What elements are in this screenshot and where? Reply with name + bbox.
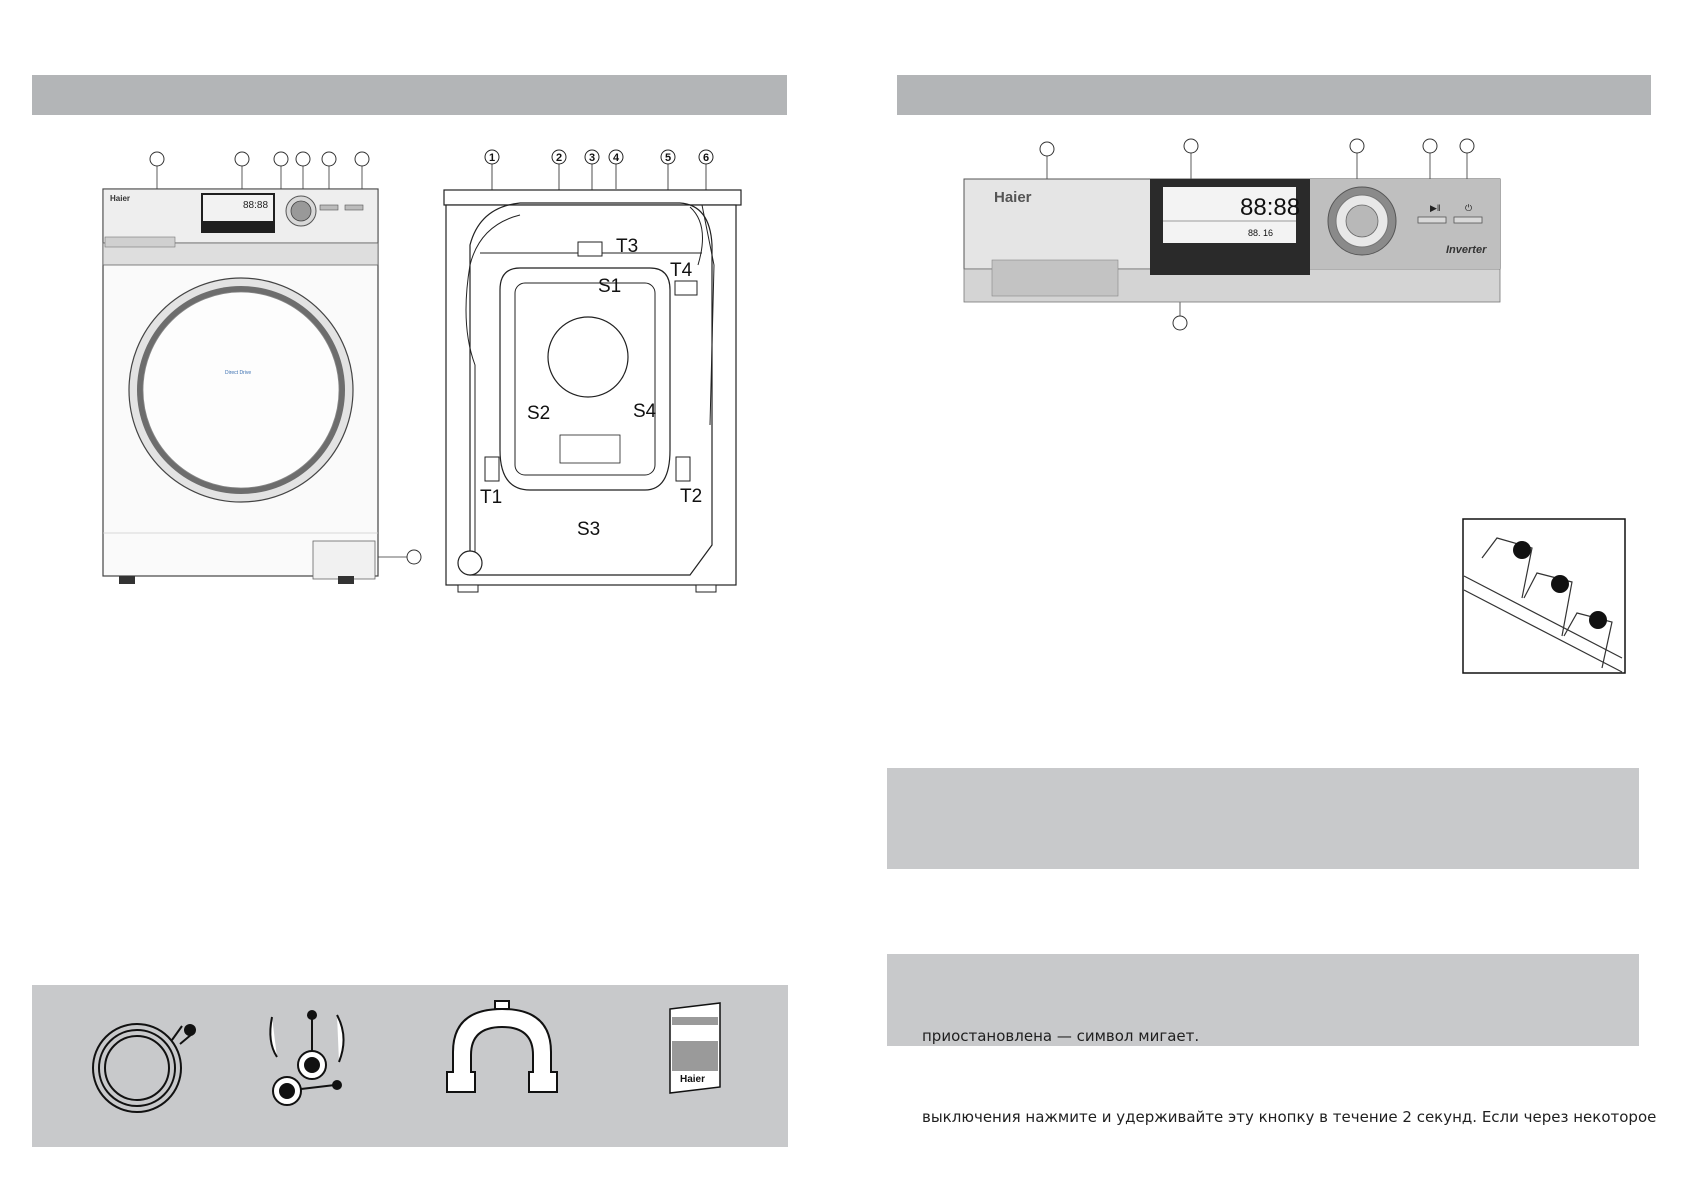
label-t1: T1 [480,487,502,508]
body-text-line-1: приостановлена — символ мигает. [922,1027,1200,1045]
label-s2: S2 [527,403,550,424]
note-box-2 [887,954,1639,1046]
back-view-illustration: 1 2 3 4 5 6 T3 T4 S1 S2 S4 T1 T2 S3 [443,149,742,593]
callout-2: 2 [556,152,562,164]
callout-6: 6 [703,152,709,164]
front-view-illustration: Haier 88:88 Direct Drive [102,151,422,584]
label-s1: S1 [598,276,621,297]
front-brand: Haier [110,194,130,203]
svg-text:▶‖: ▶‖ [1430,203,1441,213]
svg-text:⏻: ⏻ [1465,203,1472,213]
front-display-digits: 88:88 [243,200,268,211]
hole-caps-icon [269,1010,345,1106]
right-header-bar [897,75,1651,115]
label-t3: T3 [616,236,638,257]
accessories-panel: Haier [32,985,788,1147]
body-text-line-2: выключения нажмите и удерживайте эту кно… [922,1108,1657,1126]
manual-brand: Haier [680,1074,705,1085]
label-s3: S3 [577,519,600,540]
note-box-1 [887,768,1639,869]
callout-3: 3 [589,152,595,164]
hose-bracket-icon [446,1000,558,1093]
panel-display-digits: 88:88 [1240,194,1300,221]
label-t2: T2 [680,486,702,507]
label-s4: S4 [633,401,657,422]
callout-5: 5 [665,152,671,164]
panel-brand: Haier [994,189,1032,206]
control-panel-illustration: Haier 88:88 88. 16 ▶‖ ⏻ Inverter [963,138,1501,331]
manual-booklet-icon: Haier [669,1002,721,1094]
inlet-hose-icon [92,1023,196,1113]
door-caption: Direct Drive [225,370,251,376]
callout-4: 4 [613,152,620,164]
panel-small-digits: 88. 16 [1248,228,1273,238]
detergent-drawer-illustration [1462,518,1626,674]
callout-1: 1 [489,152,495,164]
inverter-logo: Inverter [1446,244,1487,256]
label-t4: T4 [670,260,693,281]
left-header-bar [32,75,787,115]
